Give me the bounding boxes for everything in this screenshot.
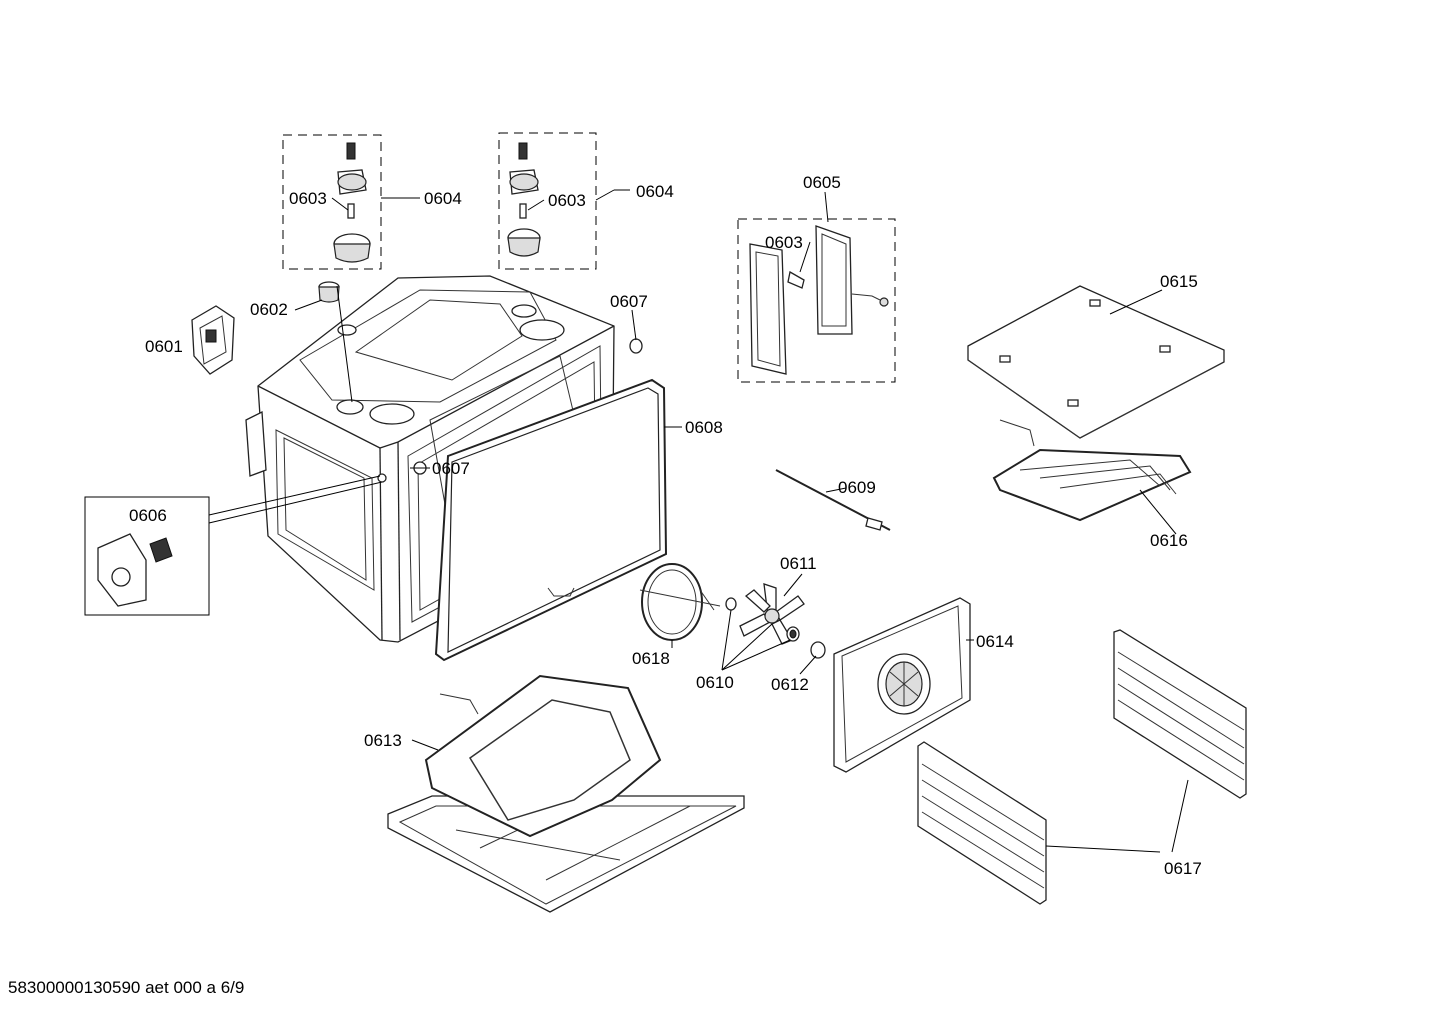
label-0607-top: 0607 (610, 292, 648, 311)
label-0614: 0614 (976, 632, 1014, 651)
label-0601: 0601 (145, 337, 183, 356)
label-0616: 0616 (1150, 531, 1188, 550)
side-lamp-assembly (749, 225, 889, 375)
part-0608-door-seal (434, 378, 668, 662)
label-0615: 0615 (1160, 272, 1198, 291)
lamp-assembly-right (507, 142, 541, 257)
part-0611-fan (725, 583, 826, 659)
label-0609: 0609 (838, 478, 876, 497)
label-0604-left: 0604 (424, 189, 462, 208)
label-0613: 0613 (364, 731, 402, 750)
part-0607-top (629, 338, 643, 354)
label-0603-right: 0603 (548, 191, 586, 210)
lamp-assembly-box-right (498, 132, 597, 270)
label-0612: 0612 (771, 675, 809, 694)
label-0608: 0608 (685, 418, 723, 437)
label-0604-right: 0604 (636, 182, 674, 201)
lamp-assembly-box-left (282, 134, 382, 270)
part-0602 (318, 281, 340, 303)
part-0601 (191, 305, 235, 375)
label-0610: 0610 (696, 673, 734, 692)
document-reference-footer: 58300000130590 aet 000 a 6/9 (8, 978, 245, 997)
part-0617-side-rack-right (1113, 629, 1247, 799)
part-0618-ring-element (639, 563, 721, 641)
part-0614-back-panel (833, 597, 971, 773)
part-0609 (775, 469, 891, 531)
label-0607-front: 0607 (432, 459, 470, 478)
label-0603-left: 0603 (289, 189, 327, 208)
label-0605: 0605 (803, 173, 841, 192)
part-0613-bottom-element (387, 674, 745, 913)
detail-box-0606 (84, 496, 210, 616)
label-0603-side: 0603 (765, 233, 803, 252)
part-0615-top-panel (967, 285, 1225, 439)
label-0611: 0611 (780, 554, 817, 573)
label-0606: 0606 (129, 506, 167, 525)
part-0616-grill-element (992, 419, 1192, 522)
lamp-assembly-left (333, 142, 371, 263)
label-0602: 0602 (250, 300, 288, 319)
label-0618: 0618 (632, 649, 670, 668)
lamp-assembly-box-side (737, 218, 896, 383)
label-0617: 0617 (1164, 859, 1202, 878)
part-0617-side-rack-left (917, 741, 1047, 905)
